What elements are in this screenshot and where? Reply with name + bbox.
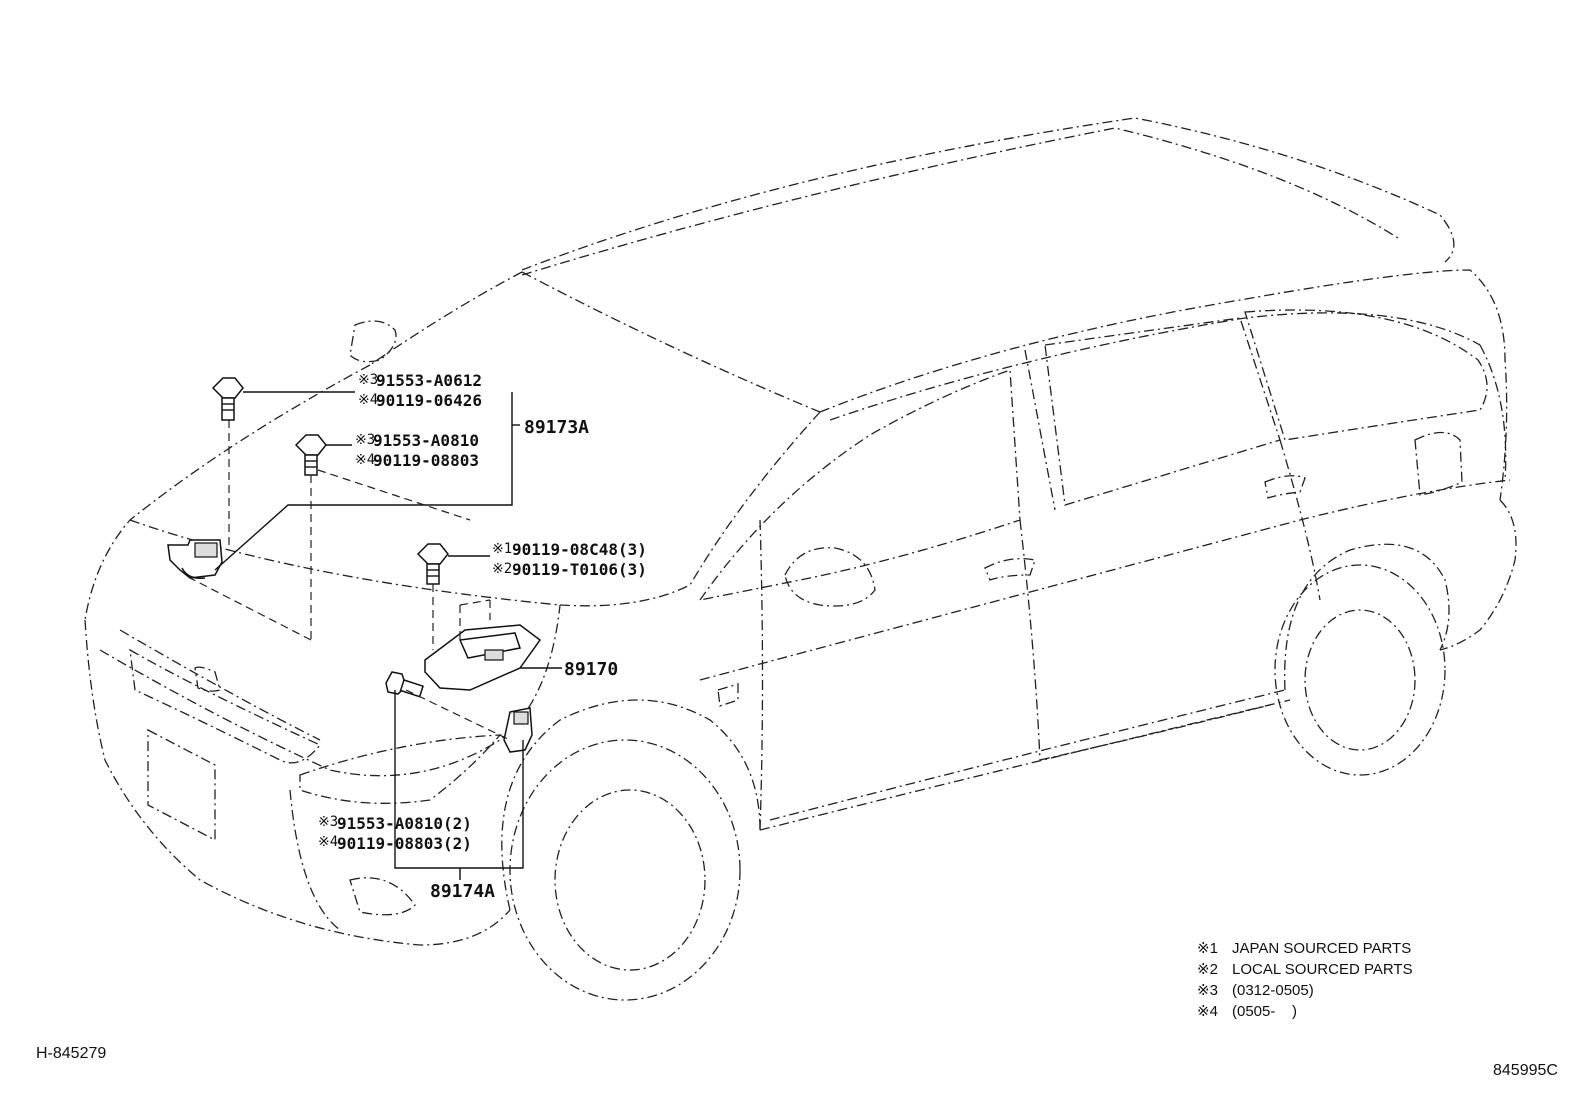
assembly-number-89173A: 89173A (524, 417, 589, 438)
part-number-90119-06426: 90119-06426 (376, 391, 482, 410)
callout-mark-d1: ※3 (318, 814, 338, 830)
part-number-91553-A0810: 91553-A0810 (373, 431, 479, 450)
part-number-91553-A0612: 91553-A0612 (376, 371, 482, 390)
notes-legend: ※1 JAPAN SOURCED PARTS ※2 LOCAL SOURCED … (1197, 940, 1413, 1020)
diagram-id: 845995C (1493, 1062, 1558, 1079)
illustration-id: H-845279 (36, 1045, 106, 1062)
vehicle-outline (84, 117, 1517, 1001)
front-sensor-left (167, 539, 223, 579)
part-number-91553-A0810-2: 91553-A0810(2) (337, 814, 472, 833)
callout-mark-b1: ※3 (355, 432, 375, 448)
part-number-90119-T0106: 90119-T0106(3) (512, 560, 647, 579)
part-number-90119-08803: 90119-08803 (373, 451, 479, 470)
callout-mark-d2: ※4 (318, 834, 338, 850)
callout-mark-c2: ※2 (492, 561, 512, 577)
note-mark-1: ※1 (1197, 940, 1218, 957)
callout-labels: ※3 91553-A0612 ※4 90119-06426 89173A ※3 … (318, 371, 647, 902)
part-number-89170: 89170 (564, 659, 618, 680)
note-mark-4: ※4 (1197, 1003, 1218, 1020)
side-sensor-right (503, 707, 533, 753)
note-mark-2: ※2 (1197, 961, 1218, 978)
note-mark-3: ※3 (1197, 982, 1218, 999)
callout-mark-b2: ※4 (355, 452, 375, 468)
part-number-90119-08C48: 90119-08C48(3) (512, 540, 647, 559)
airbag-ecu-module (424, 599, 542, 691)
note-text-1: JAPAN SOURCED PARTS (1232, 940, 1411, 957)
part-number-90119-08803-2: 90119-08803(2) (337, 834, 472, 853)
callout-mark-c1: ※1 (492, 541, 512, 557)
assembly-number-89174A: 89174A (430, 881, 495, 902)
callout-mark-a2: ※4 (358, 392, 378, 408)
note-text-2: LOCAL SOURCED PARTS (1232, 961, 1413, 978)
note-text-3: (0312-0505) (1232, 982, 1314, 999)
bolt-icon (211, 377, 449, 698)
leader-lines (189, 391, 562, 880)
note-text-4: (0505- ) (1232, 1003, 1297, 1020)
callout-mark-a1: ※3 (358, 372, 378, 388)
